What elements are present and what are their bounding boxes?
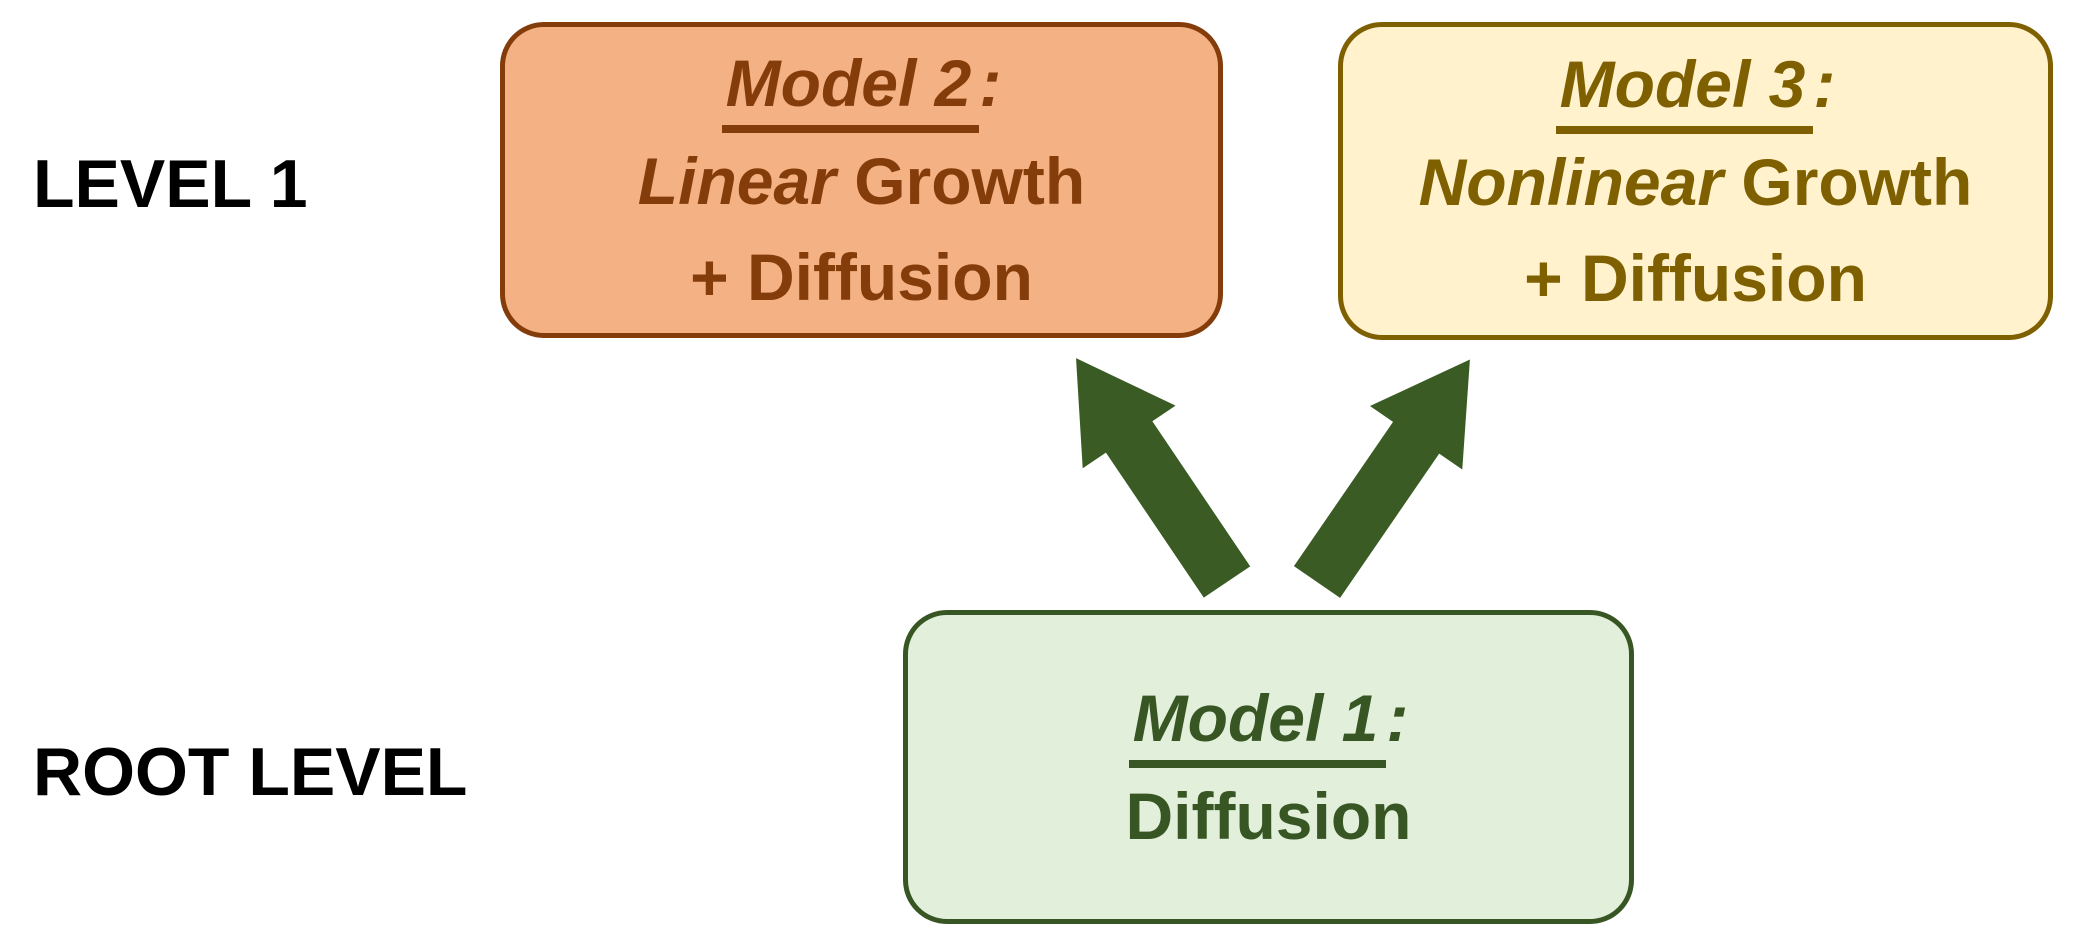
node-model2-title-line: Model 2: <box>721 35 1002 133</box>
node-model3-title-line: Model 3: <box>1555 36 1836 134</box>
node-model3-title: Model 3 <box>1555 49 1814 134</box>
node-model2-line3: + Diffusion <box>690 239 1033 314</box>
node-model3-line3: + Diffusion <box>1524 240 1867 315</box>
node-model3-line2-emphasis: Nonlinear <box>1418 144 1724 219</box>
node-model2-title-colon: : <box>979 46 1002 121</box>
node-model2: Model 2: Linear Growth + Diffusion <box>500 22 1223 338</box>
root-level-label: ROOT LEVEL <box>33 734 468 810</box>
level-1-label: LEVEL 1 <box>33 146 308 222</box>
node-model1: Model 1: Diffusion <box>903 610 1634 924</box>
node-model3: Model 3: Nonlinear Growth + Diffusion <box>1338 22 2053 340</box>
node-model3-line2: Nonlinear Growth <box>1419 134 1973 230</box>
node-model3-title-colon: : <box>1813 47 1836 122</box>
node-model2-line2: Linear Growth <box>638 133 1085 229</box>
node-model3-line2-rest: Growth <box>1723 144 1973 219</box>
arrow-model1-to-model2-icon <box>1076 358 1251 598</box>
node-model2-line2-rest: Growth <box>835 143 1086 218</box>
node-model1-line2: Diffusion <box>1125 778 1412 853</box>
node-model1-title: Model 1 <box>1128 683 1387 768</box>
node-model2-line2-emphasis: Linear <box>637 143 836 218</box>
node-model1-title-colon: : <box>1386 681 1409 756</box>
arrow-model1-to-model3-icon <box>1293 359 1470 598</box>
node-model1-title-line: Model 1: <box>1128 670 1409 768</box>
node-model2-title: Model 2 <box>721 48 980 133</box>
